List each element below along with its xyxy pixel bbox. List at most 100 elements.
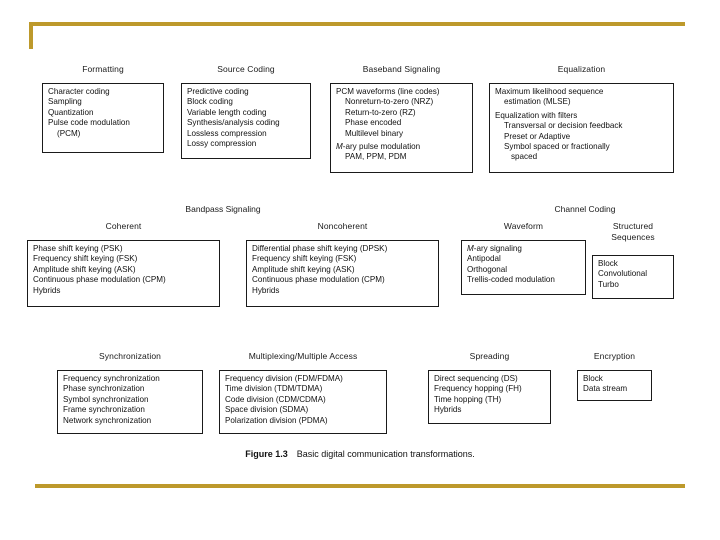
list-item: Continuous phase modulation (CPM) — [33, 275, 166, 285]
group-title-source-coding: Source Coding — [217, 64, 275, 74]
list-item: Frequency shift keying (FSK) — [33, 254, 138, 264]
list-item: Antipodal — [467, 254, 501, 264]
list-item: Phase shift keying (PSK) — [33, 244, 123, 253]
figure-caption: Figure 1.3 Basic digital communication tr… — [0, 449, 720, 459]
list-item: Block — [583, 374, 603, 383]
group-structured-sequences: Structured Sequences — [592, 221, 674, 243]
list-item: Quantization — [48, 107, 94, 117]
list-item: Return-to-zero (RZ) — [345, 107, 416, 117]
list-item: Character coding — [48, 87, 110, 96]
group-title-multiplexing-multiple-access: Multiplexing/Multiple Access — [248, 351, 358, 361]
list-item: Frame synchronization — [63, 405, 145, 415]
list-item: Convolutional — [598, 269, 648, 279]
group-title-coherent: Coherent — [105, 221, 142, 231]
list-item: Amplitude shift keying (ASK) — [33, 264, 136, 274]
list-item: Sampling — [48, 97, 82, 107]
box-noncoherent: Differential phase shift keying (DPSK)Fr… — [246, 240, 439, 307]
list-item: Symbol spaced or fractionally — [504, 142, 610, 152]
italic-symbol: M — [336, 142, 343, 152]
list-item: Block coding — [187, 97, 233, 107]
list-item: Symbol synchronization — [63, 394, 149, 404]
box-spreading: Direct sequencing (DS)Frequency hopping … — [428, 370, 551, 424]
list-multiplexing-multiple-access: Frequency division (FDM/FDMA)Time divisi… — [225, 374, 382, 426]
list-noncoherent: Differential phase shift keying (DPSK)Fr… — [252, 244, 434, 296]
box-multiplexing-multiple-access: Frequency division (FDM/FDMA)Time divisi… — [219, 370, 387, 434]
list-item: Transversal or decision feedback — [504, 121, 623, 131]
group-title-spreading: Spreading — [469, 351, 510, 361]
list-item: Space division (SDMA) — [225, 405, 309, 415]
list-item: Continuous phase modulation (CPM) — [252, 275, 385, 285]
list-item: Frequency shift keying (FSK) — [252, 254, 357, 264]
group-encryption: Encryption — [577, 351, 652, 362]
list-item: Hybrids — [252, 285, 280, 295]
list-item: Orthogonal — [467, 264, 508, 274]
group-title-structured-sequences-line1: Structured — [612, 221, 654, 231]
section-title-bandpass-signaling: Bandpass Signaling — [185, 204, 261, 214]
group-title-encryption: Encryption — [593, 351, 636, 361]
group-baseband-signaling: Baseband Signaling — [330, 64, 473, 75]
list-item: Hybrids — [434, 405, 462, 415]
group-title-formatting: Formatting — [82, 64, 124, 74]
list-item: Nonreturn-to-zero (NRZ) — [345, 97, 434, 107]
list-item: Predictive coding — [187, 87, 249, 96]
list-item: Direct sequencing (DS) — [434, 374, 518, 383]
list-item: M-ary pulse modulation — [336, 142, 421, 152]
group-equalization: Equalization — [489, 64, 674, 75]
group-title-equalization: Equalization — [557, 64, 606, 74]
list-item: Time hopping (TH) — [434, 394, 502, 404]
list-item: Lossless compression — [187, 128, 267, 138]
list-item: Block — [598, 259, 618, 268]
figure-caption-number: Figure 1.3 — [245, 449, 288, 459]
list-item: Variable length coding — [187, 107, 267, 117]
list-item: Synthesis/analysis coding — [187, 118, 280, 128]
group-title-structured-sequences-line2: Sequences — [611, 232, 655, 242]
list-item: Multilevel binary — [345, 128, 404, 138]
list-item: Frequency hopping (FH) — [434, 384, 522, 394]
list-item: Polarization division (PDMA) — [225, 415, 328, 425]
list-item: estimation (MLSE) — [504, 97, 571, 107]
italic-symbol: M — [467, 244, 474, 253]
list-item: Code division (CDM/CDMA) — [225, 394, 326, 404]
list-item: Maximum likelihood sequence — [495, 87, 604, 96]
list-item: Hybrids — [33, 285, 61, 295]
group-formatting: Formatting — [42, 64, 164, 75]
section-title-channel-coding: Channel Coding — [554, 204, 616, 214]
list-item: Phase synchronization — [63, 384, 145, 394]
group-multiplexing-multiple-access: Multiplexing/Multiple Access — [219, 351, 387, 362]
group-synchronization: Synchronization — [57, 351, 203, 362]
list-baseband-signaling: PCM waveforms (line codes)Nonreturn-to-z… — [336, 87, 468, 163]
list-spreading: Direct sequencing (DS)Frequency hopping … — [434, 374, 546, 416]
list-item: Frequency division (FDM/FDMA) — [225, 374, 343, 383]
list-item: Time division (TDM/TDMA) — [225, 384, 323, 394]
group-title-baseband-signaling: Baseband Signaling — [362, 64, 441, 74]
list-item: PCM waveforms (line codes) — [336, 87, 440, 96]
box-baseband-signaling: PCM waveforms (line codes)Nonreturn-to-z… — [330, 83, 473, 173]
list-item: Preset or Adaptive — [504, 131, 571, 141]
group-coherent: Coherent — [27, 221, 220, 232]
list-coherent: Phase shift keying (PSK)Frequency shift … — [33, 244, 215, 296]
group-spreading: Spreading — [428, 351, 551, 362]
box-coherent: Phase shift keying (PSK)Frequency shift … — [27, 240, 220, 307]
list-item: Lossy compression — [187, 139, 257, 149]
list-item: Pulse code modulation — [48, 118, 130, 128]
list-item: Data stream — [583, 384, 628, 394]
group-noncoherent: Noncoherent — [246, 221, 439, 232]
list-item: M-ary signaling — [467, 244, 522, 253]
list-item: PAM, PPM, PDM — [345, 152, 407, 162]
list-item: Network synchronization — [63, 415, 152, 425]
figure-caption-text: Basic digital communication transformati… — [296, 449, 475, 459]
list-item: Frequency synchronization — [63, 374, 160, 383]
list-item: Differential phase shift keying (DPSK) — [252, 244, 388, 253]
group-waveform: Waveform — [461, 221, 586, 232]
